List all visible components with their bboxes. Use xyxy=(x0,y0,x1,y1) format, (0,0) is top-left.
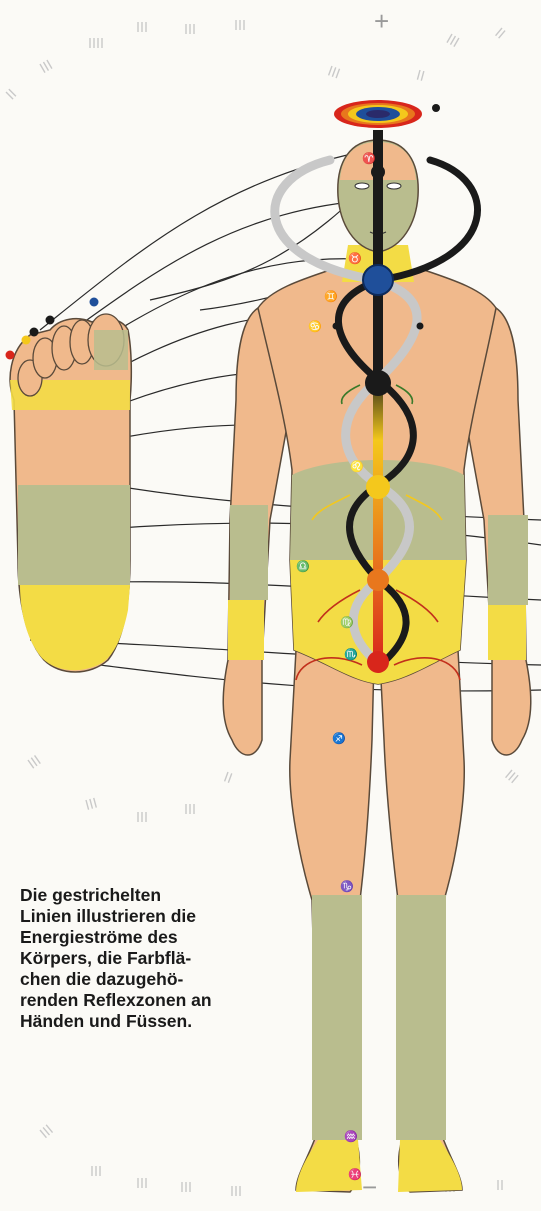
chakra-heart xyxy=(365,370,391,396)
chest-dot-left xyxy=(333,323,340,330)
sign-scorpio: ♏ xyxy=(344,648,358,661)
caption-line-5: chen die dazugehö- xyxy=(20,969,280,990)
chest-dot-right xyxy=(417,323,424,330)
left-shin-zone xyxy=(312,895,362,1140)
crown-dot xyxy=(432,104,440,112)
chakra-solar-plexus xyxy=(366,475,390,499)
crown-halo xyxy=(334,100,422,128)
sign-aries: ♈ xyxy=(362,152,376,165)
minus-mark: − xyxy=(362,1172,377,1202)
right-wrist-zone xyxy=(488,605,526,660)
foot-dot-black-1 xyxy=(46,316,55,325)
foot-dot-black-2 xyxy=(30,328,39,337)
sign-sagittarius: ♐ xyxy=(332,732,346,745)
foot-reflex-map xyxy=(6,298,132,673)
left-eye xyxy=(355,183,369,189)
toe-zone-green xyxy=(94,330,128,370)
right-shin-zone xyxy=(396,895,446,1140)
foot-dot-blue xyxy=(90,298,99,307)
sign-capricorn: ♑ xyxy=(340,880,354,893)
left-wrist-zone xyxy=(228,600,264,660)
sign-virgo: ♍ xyxy=(340,616,354,629)
chakra-throat xyxy=(363,265,393,295)
right-foot-zone xyxy=(398,1140,462,1192)
foot-zone-green xyxy=(18,485,130,585)
sign-pisces: ♓ xyxy=(348,1168,362,1181)
right-eye xyxy=(387,183,401,189)
foot-zone-yellow-heel xyxy=(20,585,130,670)
chakra-third-eye xyxy=(371,165,385,179)
foot-dot-yellow xyxy=(22,336,31,345)
sign-gemini: ♊ xyxy=(324,290,338,303)
sign-taurus: ♉ xyxy=(348,252,362,265)
caption-line-7: Händen und Füssen. xyxy=(20,1011,280,1032)
chakra-sacral xyxy=(367,569,389,591)
left-forearm-zone xyxy=(230,505,268,600)
caption-line-3: Energieströme des xyxy=(20,927,280,948)
foot-dot-red xyxy=(6,351,15,360)
caption-line-6: renden Reflexzonen an xyxy=(20,990,280,1011)
chakra-root xyxy=(367,651,389,673)
caption-line-1: Die gestrichelten xyxy=(20,885,280,906)
caption-line-2: Linien illustrieren die xyxy=(20,906,280,927)
left-foot-zone xyxy=(296,1140,362,1192)
plus-mark: + xyxy=(374,6,389,36)
sign-cancer: ♋ xyxy=(308,320,322,333)
sign-leo: ♌ xyxy=(350,460,364,473)
sign-libra: ♎ xyxy=(296,560,310,573)
diagram-caption: Die gestrichelten Linien illustrieren di… xyxy=(20,885,280,1032)
sign-aquarius: ♒ xyxy=(344,1130,358,1143)
caption-line-4: Körpers, die Farbflä- xyxy=(20,948,280,969)
right-forearm-zone xyxy=(488,515,528,605)
